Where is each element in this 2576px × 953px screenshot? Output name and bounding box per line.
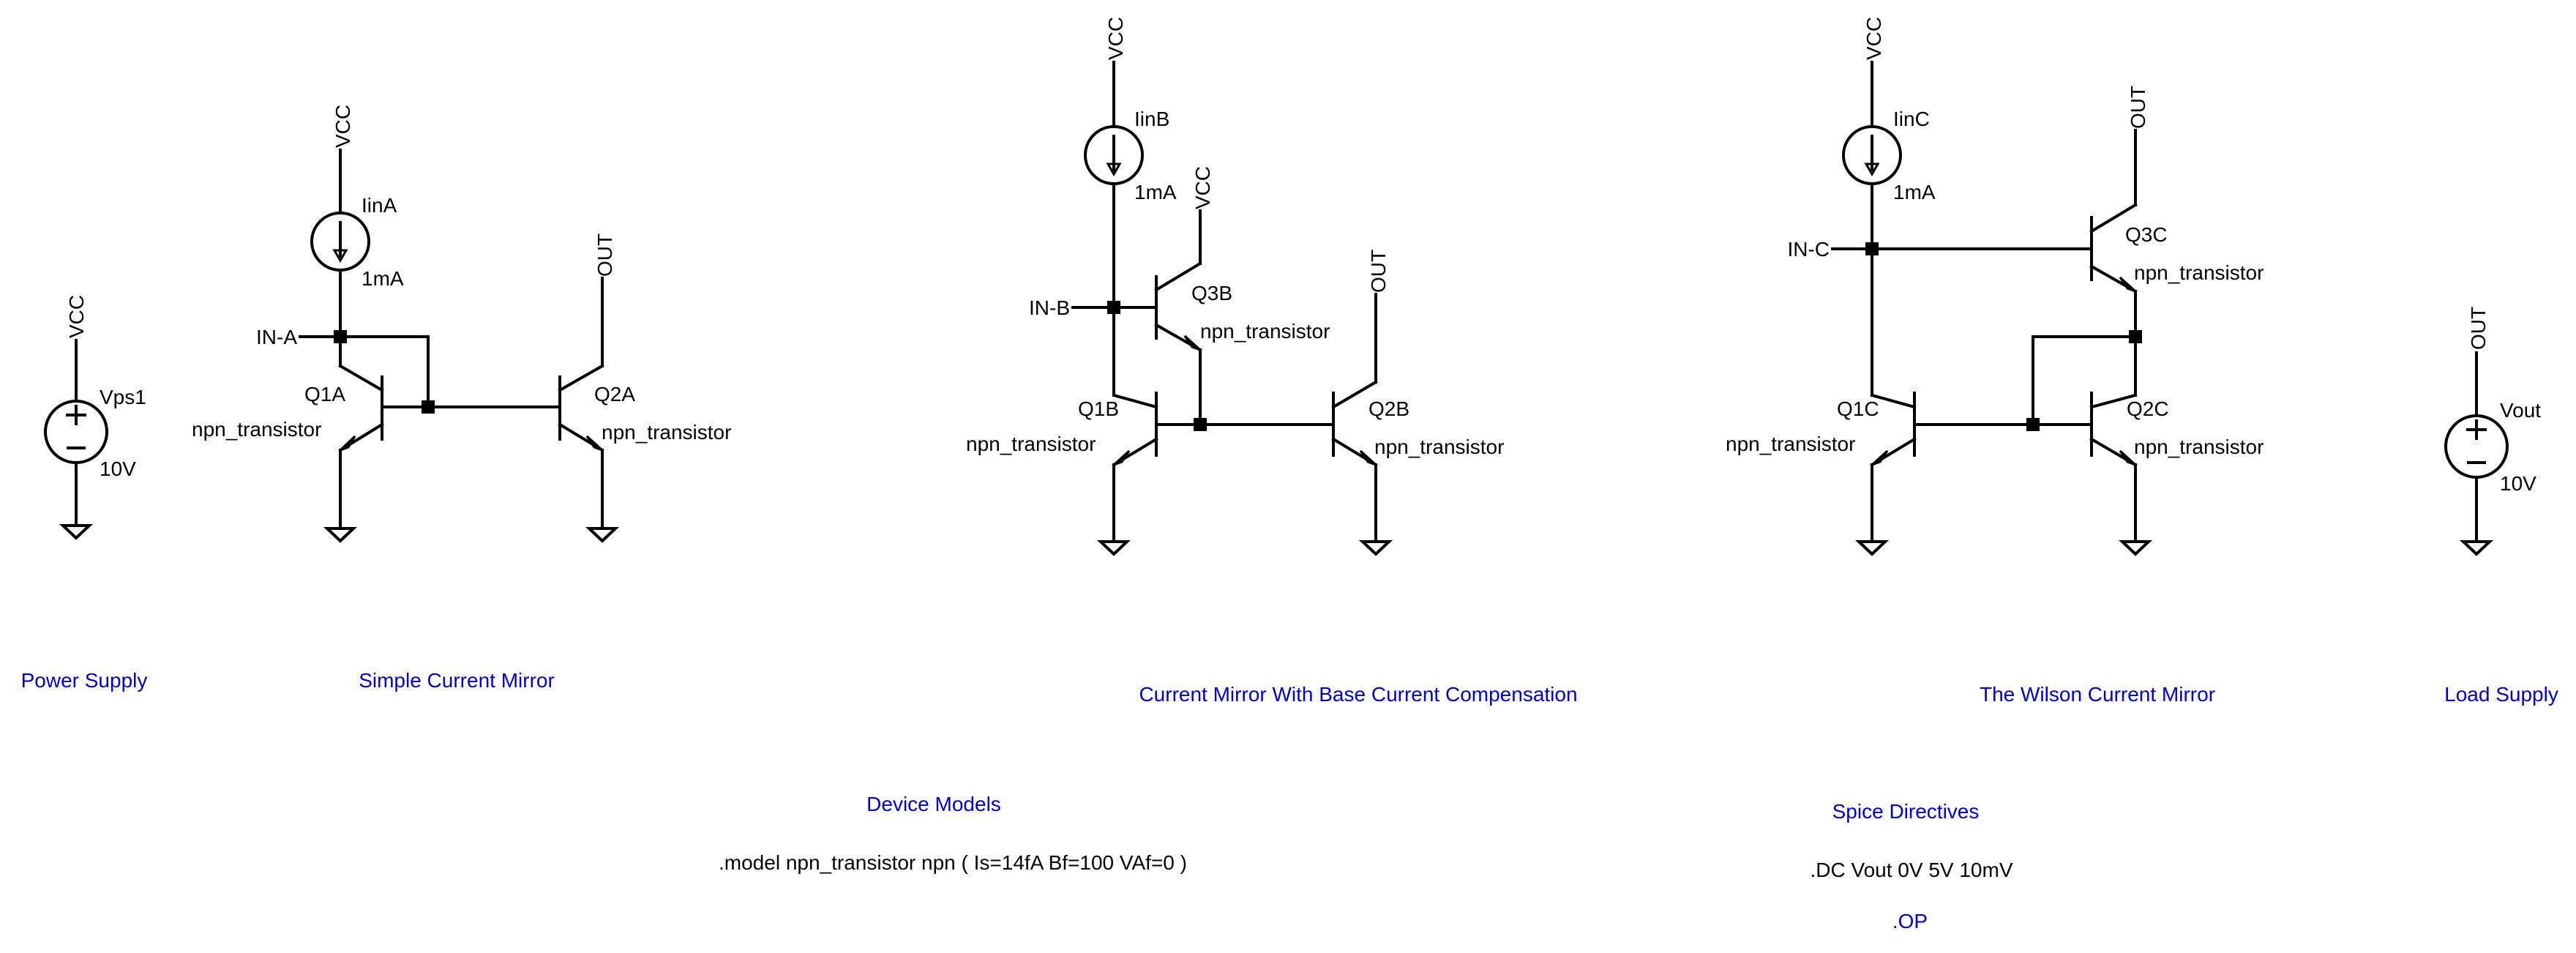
- ground-icon: [1096, 540, 1131, 556]
- current-source-value: 1mA: [1134, 181, 1177, 203]
- q3-model: npn_transistor: [1200, 320, 1330, 343]
- q3-name: Q3B: [1191, 282, 1232, 304]
- transistor-q2b[interactable]: [1331, 293, 1378, 543]
- transistor-q3c[interactable]: [2089, 129, 2138, 397]
- vcc-net-label: VCC: [1191, 166, 1214, 209]
- input-net-label: IN-C: [1787, 238, 1830, 261]
- op-directive[interactable]: .OP: [1892, 910, 1928, 933]
- q2-name: Q2C: [2127, 397, 2169, 420]
- source-name: Vps1: [100, 386, 146, 408]
- section-title-power-supply: Power Supply: [21, 669, 148, 692]
- current-source-symbol[interactable]: [1084, 125, 1144, 185]
- input-net-label: IN-A: [256, 326, 297, 348]
- model-directive[interactable]: .model npn_transistor npn ( Is=14fA Bf=1…: [719, 851, 1187, 874]
- current-source-value: 1mA: [1893, 181, 1936, 203]
- q1-model: npn_transistor: [192, 418, 321, 441]
- input-net-label: IN-B: [1029, 296, 1070, 319]
- ground-icon: [585, 527, 620, 543]
- q2-model: npn_transistor: [2134, 436, 2264, 458]
- section-title-device-models: Device Models: [866, 793, 1001, 815]
- junction-dot: [1865, 242, 1879, 255]
- current-source-symbol[interactable]: [1842, 125, 1902, 185]
- vcc-net-label: VCC: [332, 105, 354, 148]
- source-value: 10V: [100, 457, 136, 480]
- current-source-name: IinB: [1134, 108, 1169, 130]
- q1-name: Q1C: [1837, 397, 1879, 420]
- q3-name: Q3C: [2125, 223, 2168, 246]
- junction-dot: [2129, 330, 2142, 343]
- q2-name: Q2A: [594, 383, 635, 406]
- q2-model: npn_transistor: [1374, 436, 1504, 458]
- simple-current-mirror-circuit: VCC IinA 1mA IN-A Q1A npn_transistor: [192, 105, 731, 543]
- transistor-q2a[interactable]: [558, 277, 604, 530]
- transistor-q1c[interactable]: [1870, 392, 2093, 543]
- ground-icon: [1358, 540, 1393, 556]
- ground-icon: [59, 524, 94, 540]
- transistor-q2c[interactable]: [2089, 392, 2138, 543]
- junction-dot: [1194, 418, 1207, 431]
- current-source-name: IinA: [362, 194, 397, 217]
- wilson-current-mirror-circuit: VCC IinC 1mA IN-C OUT Q3C npn_transistor: [1726, 17, 2264, 556]
- section-title-spice-directives: Spice Directives: [1832, 800, 1980, 823]
- out-net-label: OUT: [2467, 307, 2490, 350]
- ground-icon: [2459, 540, 2494, 556]
- source-name: Vout: [2500, 399, 2541, 422]
- vcc-net-label: VCC: [1862, 17, 1885, 60]
- q1-model: npn_transistor: [1726, 433, 1855, 455]
- section-title-simple-current-mirror: Simple Current Mirror: [359, 669, 555, 692]
- section-title-compensated-mirror: Current Mirror With Base Current Compens…: [1139, 683, 1577, 706]
- section-title-wilson-mirror: The Wilson Current Mirror: [1980, 683, 2215, 706]
- ground-icon: [2118, 540, 2153, 556]
- transistor-q1a[interactable]: [338, 335, 561, 530]
- section-title-load-supply: Load Supply: [2444, 683, 2558, 706]
- out-net-label: OUT: [594, 233, 616, 277]
- out-net-label: OUT: [2127, 86, 2149, 129]
- dc-sweep-directive[interactable]: .DC Vout 0V 5V 10mV: [1810, 859, 2012, 881]
- junction-dot: [1107, 301, 1120, 314]
- compensated-current-mirror-circuit: VCC IinB 1mA IN-B VCC Q3B npn_transistor: [966, 17, 1504, 556]
- junction-dot: [422, 400, 435, 414]
- q1-model: npn_transistor: [966, 433, 1096, 455]
- q2-model: npn_transistor: [602, 421, 731, 444]
- current-source-value: 1mA: [362, 267, 404, 290]
- power-supply-circuit: VCC Vps1 10V: [44, 295, 146, 540]
- current-source-name: IinC: [1893, 108, 1930, 130]
- voltage-source-symbol[interactable]: [44, 400, 108, 464]
- q1-name: Q1B: [1078, 397, 1119, 420]
- vcc-net-label: VCC: [1104, 17, 1127, 60]
- load-supply-circuit: OUT Vout 10V: [2444, 307, 2541, 556]
- voltage-source-symbol[interactable]: [2444, 414, 2509, 479]
- q3-model: npn_transistor: [2134, 261, 2264, 284]
- out-net-label: OUT: [1367, 250, 1390, 293]
- transistor-q3b[interactable]: [1154, 209, 1202, 426]
- ground-icon: [1854, 540, 1890, 556]
- q2-name: Q2B: [1368, 397, 1409, 420]
- q1-name: Q1A: [304, 383, 345, 406]
- current-source-symbol[interactable]: [310, 212, 370, 272]
- source-value: 10V: [2500, 472, 2536, 495]
- transistor-q1b[interactable]: [1112, 392, 1335, 543]
- vcc-net-label: VCC: [65, 295, 88, 338]
- ground-icon: [323, 527, 358, 543]
